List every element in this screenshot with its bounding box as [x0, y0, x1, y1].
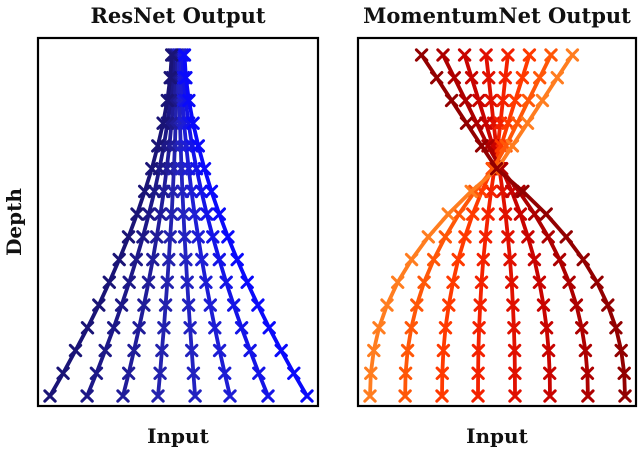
- trajectory-line: [419, 53, 627, 398]
- resnet-trajectory-1: [43, 48, 179, 403]
- trajectory-line: [48, 53, 174, 398]
- resnet-trajectory-4: [151, 48, 184, 403]
- momentumnet-trajectory-1: [414, 48, 632, 403]
- plot-frame: [36, 36, 320, 408]
- trajectory-line: [368, 53, 575, 398]
- plot-frame: [356, 36, 638, 408]
- x-markers: [414, 48, 632, 403]
- trajectory-line: [403, 53, 553, 398]
- resnet-title: ResNet Output: [90, 3, 266, 28]
- resnet-panel: [36, 36, 320, 408]
- momentumnet-trajectory-7: [398, 48, 558, 403]
- momentumnet-trajectory-4: [479, 48, 522, 403]
- momentumnet-trajectory-2: [436, 48, 595, 403]
- trajectory-line: [462, 53, 552, 398]
- resnet-trajectory-8: [177, 48, 314, 403]
- trajectory-line: [176, 53, 197, 398]
- resnet-trajectory-6: [173, 48, 237, 403]
- trajectory-line: [85, 53, 176, 398]
- trajectory-line: [440, 53, 532, 398]
- trajectory-line: [484, 53, 517, 398]
- momentumnet-title: MomentumNet Output: [363, 3, 631, 28]
- trajectory-line: [180, 53, 270, 398]
- trajectory-line: [178, 53, 232, 398]
- x-markers: [177, 48, 314, 403]
- x-markers: [436, 48, 595, 403]
- trajectory-line: [441, 53, 590, 398]
- trajectory-line: [156, 53, 179, 398]
- trajectory-line: [476, 53, 510, 398]
- x-markers: [398, 48, 558, 403]
- momentumnet-panel: [356, 36, 638, 408]
- trajectory-line: [182, 53, 309, 398]
- momentumnet-trajectory-5: [471, 48, 515, 403]
- momentumnet-input-label: Input: [466, 424, 528, 448]
- x-markers: [43, 48, 179, 403]
- trajectory-line: [121, 53, 178, 398]
- momentumnet-trajectory-8: [363, 48, 580, 403]
- resnet-input-label: Input: [147, 424, 209, 448]
